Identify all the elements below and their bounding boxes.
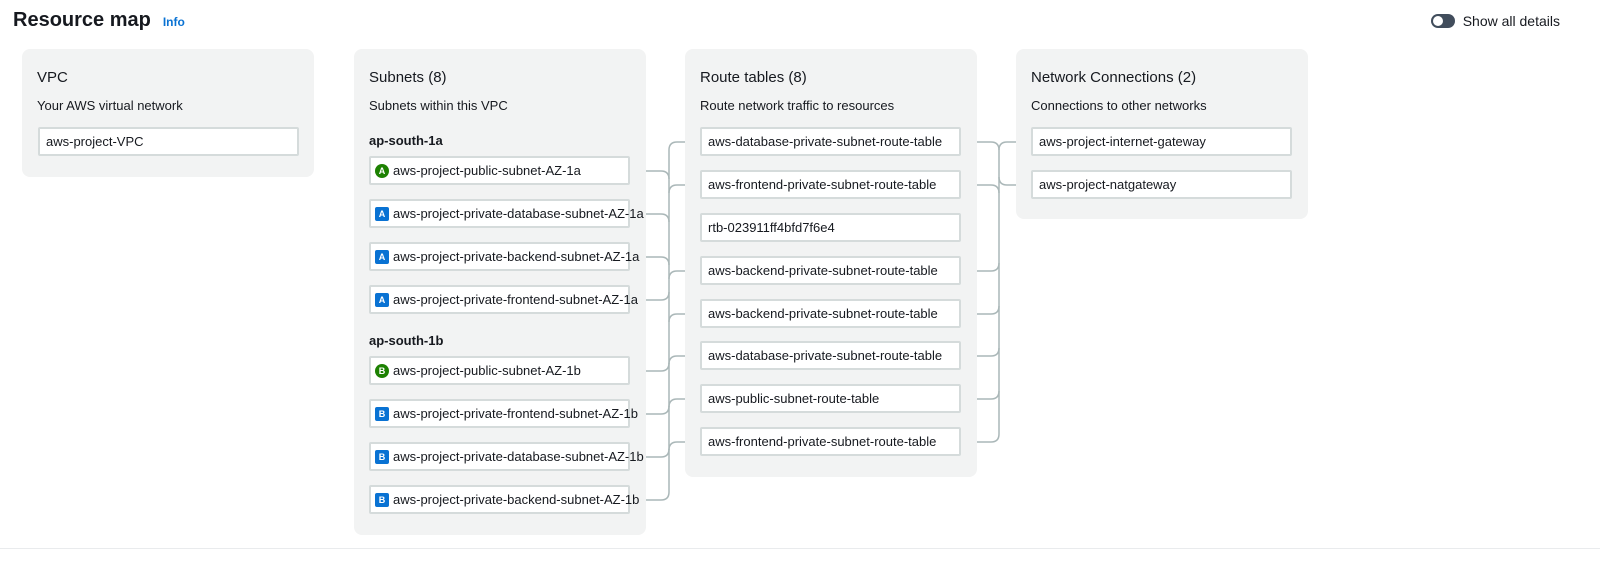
network-connections-column-title: Network Connections (2) <box>1031 69 1197 86</box>
connector-line <box>668 398 700 408</box>
connector-line <box>630 491 670 501</box>
connector-line <box>668 313 700 323</box>
connector-line <box>668 184 700 194</box>
route-table-node[interactable]: aws-database-private-subnet-route-table <box>700 341 961 370</box>
vpc-column: VPC Your AWS virtual network aws-project… <box>22 49 314 177</box>
route-table-node[interactable]: aws-backend-private-subnet-route-table <box>700 256 961 285</box>
vpc-column-title: VPC <box>37 69 68 86</box>
private-subnet-badge-icon: B <box>375 407 389 421</box>
subnet-node-label: aws-project-public-subnet-AZ-1a <box>393 163 581 178</box>
subnet-node-label: aws-project-private-backend-subnet-AZ-1b <box>393 492 640 507</box>
page-title: Resource map <box>13 9 151 31</box>
route-table-node[interactable]: rtb-023911ff4bfd7f6e4 <box>700 213 961 242</box>
show-all-details-toggle[interactable]: Show all details <box>1430 13 1560 29</box>
subnet-node-label: aws-project-private-database-subnet-AZ-1… <box>393 206 644 221</box>
route-table-label: aws-frontend-private-subnet-route-table <box>708 434 937 449</box>
connector-line <box>998 176 1031 186</box>
info-link[interactable]: Info <box>162 15 185 29</box>
internet-gateway-node[interactable]: aws-project-internet-gateway <box>1031 127 1292 156</box>
private-subnet-badge-icon: A <box>375 207 389 221</box>
subnet-node[interactable]: B aws-project-private-frontend-subnet-AZ… <box>369 399 638 428</box>
subnets-column: Subnets (8) Subnets within this VPC ap-s… <box>354 49 646 535</box>
route-table-label: aws-backend-private-subnet-route-table <box>708 306 938 321</box>
route-table-node[interactable]: aws-backend-private-subnet-route-table <box>700 299 961 328</box>
public-subnet-badge-icon: A <box>375 164 389 178</box>
route-table-node[interactable]: aws-frontend-private-subnet-route-table <box>700 170 961 199</box>
subnet-node-label: aws-project-private-database-subnet-AZ-1… <box>393 449 644 464</box>
private-subnet-badge-icon: B <box>375 450 389 464</box>
vpc-node[interactable]: aws-project-VPC <box>38 127 299 156</box>
route-table-label: aws-database-private-subnet-route-table <box>708 348 943 363</box>
connector-line <box>668 441 700 451</box>
route-table-label: aws-frontend-private-subnet-route-table <box>708 177 937 192</box>
route-table-label: aws-public-subnet-route-table <box>708 391 880 406</box>
subnet-node[interactable]: B aws-project-private-backend-subnet-AZ-… <box>369 485 640 514</box>
subnet-node[interactable]: A aws-project-private-frontend-subnet-AZ… <box>369 285 638 314</box>
subnet-node[interactable]: A aws-project-private-backend-subnet-AZ-… <box>369 242 640 271</box>
nat-gateway-node[interactable]: aws-project-natgateway <box>1031 170 1292 199</box>
toggle-switch[interactable] <box>1430 14 1455 28</box>
route-tables-column: Route tables (8) Route network traffic t… <box>685 49 977 477</box>
connector-line <box>962 433 1000 443</box>
route-table-label: aws-backend-private-subnet-route-table <box>708 263 938 278</box>
az-label-1a: ap-south-1a <box>369 133 443 148</box>
private-subnet-badge-icon: B <box>375 493 389 507</box>
network-connections-column: Network Connections (2) Connections to o… <box>1016 49 1308 219</box>
vpc-node-label: aws-project-VPC <box>46 134 144 149</box>
subnets-column-description: Subnets within this VPC <box>369 98 508 113</box>
resource-map-header: Resource map Info <box>13 9 185 32</box>
network-connection-label: aws-project-natgateway <box>1039 177 1177 192</box>
subnet-node[interactable]: B aws-project-public-subnet-AZ-1b <box>369 356 630 385</box>
vpc-column-description: Your AWS virtual network <box>37 98 183 113</box>
subnet-node[interactable]: B aws-project-private-database-subnet-AZ… <box>369 442 644 471</box>
route-table-label: aws-database-private-subnet-route-table <box>708 134 943 149</box>
route-tables-column-description: Route network traffic to resources <box>700 98 895 113</box>
network-connections-column-description: Connections to other networks <box>1031 98 1207 113</box>
subnet-node-label: aws-project-private-backend-subnet-AZ-1a <box>393 249 640 264</box>
route-table-node[interactable]: aws-public-subnet-route-table <box>700 384 961 413</box>
route-tables-column-title: Route tables (8) <box>700 69 807 86</box>
toggle-knob <box>1432 16 1443 26</box>
az-label-1b: ap-south-1b <box>369 333 444 348</box>
connector-line <box>668 355 700 365</box>
toggle-label: Show all details <box>1462 13 1560 29</box>
private-subnet-badge-icon: A <box>375 250 389 264</box>
route-table-node[interactable]: aws-frontend-private-subnet-route-table <box>700 427 961 456</box>
footer-divider <box>0 548 1600 549</box>
private-subnet-badge-icon: A <box>375 293 389 307</box>
route-table-label: rtb-023911ff4bfd7f6e4 <box>708 220 835 235</box>
connector-line <box>668 141 700 151</box>
subnet-node-label: aws-project-private-frontend-subnet-AZ-1… <box>393 292 638 307</box>
subnet-node[interactable]: A aws-project-public-subnet-AZ-1a <box>369 156 630 185</box>
network-connection-label: aws-project-internet-gateway <box>1039 134 1206 149</box>
subnets-column-title: Subnets (8) <box>369 69 447 86</box>
route-table-node[interactable]: aws-database-private-subnet-route-table <box>700 127 961 156</box>
connector-line <box>998 141 1031 151</box>
subnet-node[interactable]: A aws-project-private-database-subnet-AZ… <box>369 199 644 228</box>
subnet-node-label: aws-project-public-subnet-AZ-1b <box>393 363 581 378</box>
subnet-node-label: aws-project-private-frontend-subnet-AZ-1… <box>393 406 638 421</box>
public-subnet-badge-icon: B <box>375 364 389 378</box>
connector-line <box>668 270 700 280</box>
